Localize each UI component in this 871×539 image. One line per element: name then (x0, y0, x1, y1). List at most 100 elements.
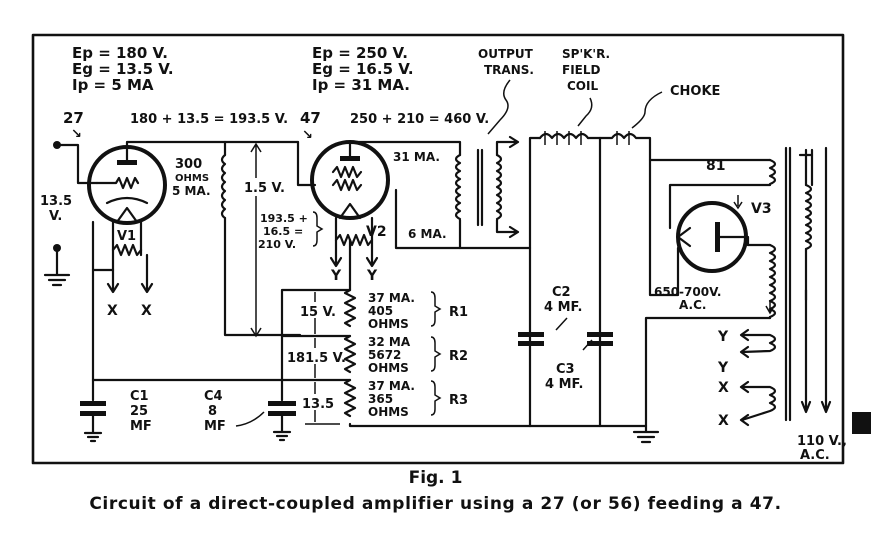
coupling-coil-bottom (223, 216, 302, 337)
tube2-arrow: ↘ (302, 128, 313, 143)
output-transformer-secondary (495, 153, 503, 221)
tube1-heater-outputs (111, 253, 149, 292)
c3-name: C3 (556, 362, 575, 377)
stage1-voltage-sum: 180 + 13.5 = 193.5 V. (130, 112, 288, 127)
coil-core-marks (544, 131, 630, 145)
grid-sum-bracket (312, 211, 324, 247)
r3-voltage-drop: 13.5 (302, 397, 334, 412)
r1-name: R1 (449, 305, 468, 320)
r1-value: 405 (368, 304, 393, 318)
label-mask (297, 302, 335, 318)
tube1-heater-lead-x2: X (141, 303, 152, 319)
r2-voltage-drop: 181.5 V. (287, 351, 346, 366)
tube2-plate-current: 31 MA. (393, 150, 440, 164)
c1-unit: MF (130, 419, 152, 434)
c2-plate-top (518, 332, 544, 337)
r3-name: R3 (449, 393, 468, 408)
r1-current: 37 MA. (368, 291, 415, 305)
c4-plate-top (268, 401, 296, 406)
output-transformer-primary (454, 153, 462, 221)
tube2-rating-ip: Ip = 31 MA. (312, 76, 410, 94)
tube2-plate (340, 156, 360, 161)
winding-lead-x1: X (718, 380, 729, 396)
r2-unit: OHMS (368, 361, 409, 375)
c1-ground-icon (83, 414, 103, 443)
tube2-heater-lead-y1: Y (330, 268, 342, 284)
choke-pointer (631, 91, 663, 129)
output-trans-label-1: OUTPUT (478, 47, 534, 61)
tube1-rating-ep: Ep = 180 V. (72, 44, 168, 62)
tube2-heater-lead-y2: Y (366, 268, 378, 284)
rectifier-pointer (733, 195, 743, 210)
rectifier-plate (715, 222, 720, 252)
tube2-filament-arrows (329, 256, 379, 268)
tube1-heater-v (115, 206, 139, 224)
tube1-rating-ip: Ip = 5 MA (72, 76, 154, 94)
filament-winding-icon (768, 158, 777, 186)
mains-arrow-2 (820, 146, 832, 414)
r2-value: 5672 (368, 348, 401, 362)
label-mask (285, 348, 337, 364)
grid-sum-line-1: 193.5 + (260, 212, 308, 225)
rectifier-filament-wire (668, 183, 772, 230)
tube1-grid-lead (55, 143, 99, 185)
r3-value: 365 (368, 392, 393, 406)
c1-plate-bottom (80, 411, 106, 416)
r2-current: 32 MA (368, 335, 411, 349)
coupling-drop-label: 1.5 V. (244, 181, 285, 196)
speaker-field-label-3: COIL (567, 79, 598, 93)
c1-plate-top (80, 401, 106, 406)
tube2-designator: V2 (366, 224, 387, 240)
ground-bus-wire (528, 316, 772, 428)
choke-coil-icon (598, 132, 772, 162)
tube1-heater-resistor (111, 243, 143, 257)
tube1-heater-lead-x1: X (107, 303, 118, 319)
tube1-cathode (105, 196, 149, 205)
tube1-bias-label-1: 13.5 (40, 194, 72, 209)
c2-plate-bottom (518, 341, 544, 346)
r3-resistor-icon (343, 378, 357, 418)
rectifier-plate-wire (718, 235, 750, 247)
r1-voltage-drop: 15 V. (300, 305, 336, 320)
tube1-bias-label-2: V. (49, 209, 62, 224)
winding-lead-x2: X (718, 413, 729, 429)
divider-bottom-wire (348, 422, 532, 428)
speaker-output-arrow-2 (495, 218, 520, 239)
stage2-plate-wire (348, 140, 462, 158)
divider-tap-wires (91, 288, 352, 382)
winding-lead-y1: Y (717, 329, 729, 345)
rectifier-filament-return (648, 158, 680, 297)
speaker-field-coil-icon (538, 132, 590, 140)
tube1-grid (95, 176, 140, 190)
rectifier-filament (676, 226, 692, 248)
output-trans-label-2: TRANS. (484, 63, 534, 77)
label-mask (247, 178, 267, 196)
r2-bracket (430, 336, 442, 372)
c4-ground-icon (272, 414, 292, 442)
c3-plate-top (587, 332, 613, 337)
page-edge-mark (852, 412, 871, 434)
r1-bracket (430, 291, 442, 327)
diagram-frame (31, 33, 845, 465)
rectifier-type-label: 81 (706, 158, 725, 174)
speaker-field-label-2: FIELD (562, 63, 601, 77)
stage2-voltage-sum: 250 + 210 = 460 V. (350, 112, 489, 127)
c4-plate-bottom (268, 411, 296, 416)
grid-sum-line-3: 210 V. (258, 238, 296, 251)
r1-resistor-icon (343, 288, 357, 328)
output-transformer-core (476, 148, 484, 227)
speaker-field-pointer (577, 97, 593, 127)
b-plus-left-wire (528, 136, 542, 428)
coupling-resistor-unit: OHMS (175, 173, 209, 184)
choke-label: CHOKE (670, 84, 720, 99)
stage1-plate-wire (125, 140, 300, 162)
coupling-resistor-current: 5 MA. (172, 184, 211, 198)
coupling-resistor-value: 300 (175, 157, 202, 172)
c2-value: 4 MF. (544, 300, 582, 315)
r1-unit: OHMS (368, 317, 409, 331)
tube1-arrow: ↘ (71, 127, 82, 142)
hv-winding-icon (768, 243, 777, 319)
figure-caption: Circuit of a direct-coupled amplifier us… (89, 494, 782, 514)
hv-tap-arrow (765, 300, 775, 315)
c1-value: 25 (130, 404, 148, 419)
